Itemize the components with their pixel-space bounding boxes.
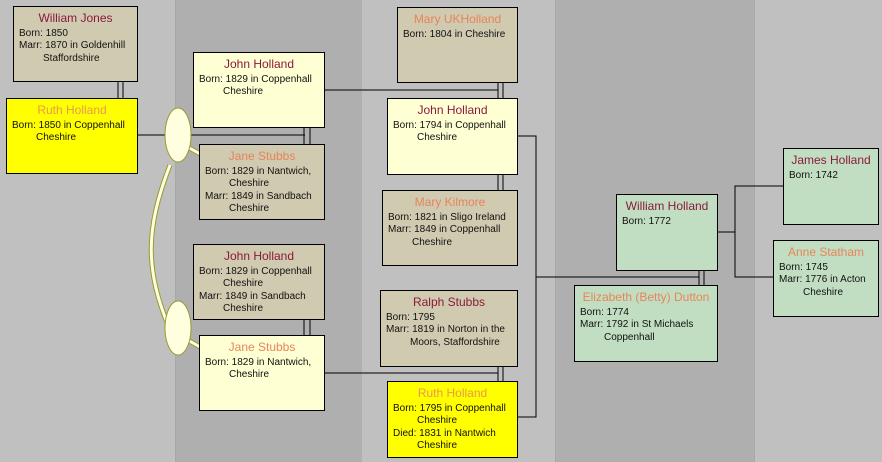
born-line: Born: 1794 in Coppenhall bbox=[393, 120, 506, 131]
born-place-cont: Cheshire bbox=[417, 415, 458, 427]
person-name: Ruth Holland bbox=[37, 103, 107, 117]
generation-band-4 bbox=[754, 0, 882, 462]
born-line: Born: 1745 bbox=[779, 262, 828, 273]
marr-place-cont: Moors, Staffordshire bbox=[410, 336, 500, 348]
person-box-jane-stubbs-a[interactable]: Jane Stubbs Born: 1829 in Nantwich, Ches… bbox=[199, 144, 325, 220]
born-line: Born: 1829 in Coppenhall bbox=[199, 74, 312, 85]
died-place-cont: Cheshire bbox=[417, 440, 458, 452]
person-box-mary-ukholland[interactable]: Mary UKHolland Born: 1804 in Cheshire bbox=[397, 7, 518, 83]
person-name: Anne Statham bbox=[787, 245, 865, 259]
born-line: Born: 1829 in Coppenhall bbox=[199, 266, 312, 277]
person-name: Ralph Stubbs bbox=[412, 295, 486, 309]
person-box-elizabeth-dutton[interactable]: Elizabeth (Betty) Dutton Born: 1774 Marr… bbox=[574, 285, 718, 362]
born-line: Born: 1829 in Nantwich, bbox=[205, 357, 312, 368]
person-box-jane-stubbs-b[interactable]: Jane Stubbs Born: 1829 in Nantwich, Ches… bbox=[199, 335, 325, 411]
person-name: John Holland bbox=[223, 57, 295, 71]
marr-line: Marr: 1792 in St Michaels bbox=[580, 319, 694, 331]
born-place-cont: Cheshire bbox=[223, 86, 264, 98]
marr-line: Marr: 1849 in Sandbach bbox=[205, 190, 312, 202]
born-line: Born: 1795 in Coppenhall bbox=[393, 403, 506, 414]
died-line: Died: 1831 in Nantwich bbox=[393, 427, 496, 439]
marr-line: Marr: 1819 in Norton in the bbox=[386, 324, 505, 336]
born-line: Born: 1742 bbox=[789, 170, 838, 181]
marr-line: Marr: 1849 in Coppenhall bbox=[388, 224, 501, 236]
person-name: James Holland bbox=[791, 153, 871, 167]
marr-line: Marr: 1776 in Acton bbox=[779, 274, 866, 286]
marr-line: Marr: 1870 in Goldenhill bbox=[19, 40, 126, 52]
person-box-john-holland-1829-a[interactable]: John Holland Born: 1829 in Coppenhall Ch… bbox=[193, 52, 325, 128]
born-line: Born: 1829 in Nantwich, bbox=[205, 166, 312, 177]
marr-place-cont: Cheshire bbox=[412, 236, 453, 248]
born-place-cont: Cheshire bbox=[229, 178, 270, 190]
born-place-cont: Cheshire bbox=[417, 132, 458, 144]
person-name: John Holland bbox=[417, 103, 488, 117]
person-name: William Holland bbox=[625, 199, 709, 213]
marr-place-cont: Cheshire bbox=[223, 303, 264, 315]
marr-place-cont: Coppenhall bbox=[604, 331, 655, 343]
born-line: Born: 1821 in Sligo Ireland bbox=[388, 212, 506, 223]
person-box-ruth-holland-1795[interactable]: Ruth Holland Born: 1795 in Coppenhall Ch… bbox=[387, 381, 518, 458]
person-name: Ruth Holland bbox=[417, 386, 488, 400]
person-box-mary-kilmore[interactable]: Mary Kilmore Born: 1821 in Sligo Ireland… bbox=[382, 190, 518, 266]
person-name: Jane Stubbs bbox=[228, 340, 296, 354]
person-name: Mary UKHolland bbox=[413, 12, 502, 26]
person-name: Mary Kilmore bbox=[414, 195, 486, 209]
person-box-ruth-holland-1850[interactable]: Ruth Holland Born: 1850 in Coppenhall Ch… bbox=[6, 98, 138, 174]
born-line: Born: 1774 bbox=[580, 307, 629, 318]
marr-place-cont: Cheshire bbox=[229, 203, 270, 215]
person-box-anne-statham[interactable]: Anne Statham Born: 1745 Marr: 1776 in Ac… bbox=[773, 240, 879, 317]
person-name: William Jones bbox=[38, 11, 113, 25]
person-box-james-holland[interactable]: James Holland Born: 1742 bbox=[783, 148, 879, 225]
person-name: Elizabeth (Betty) Dutton bbox=[582, 290, 710, 304]
born-place-cont: Cheshire bbox=[229, 369, 270, 381]
born-place-cont: Cheshire bbox=[223, 278, 264, 290]
person-name: John Holland bbox=[223, 249, 295, 263]
marr-line: Marr: 1849 in Sandbach bbox=[199, 290, 306, 302]
person-box-ralph-stubbs[interactable]: Ralph Stubbs Born: 1795 Marr: 1819 in No… bbox=[380, 290, 518, 367]
person-box-william-holland[interactable]: William Holland Born: 1772 bbox=[616, 194, 718, 271]
person-name: Jane Stubbs bbox=[228, 149, 296, 163]
born-line: Born: 1772 bbox=[622, 216, 671, 227]
born-line: Born: 1850 in Coppenhall bbox=[12, 120, 125, 131]
person-box-john-holland-1794[interactable]: John Holland Born: 1794 in Coppenhall Ch… bbox=[387, 98, 518, 175]
born-place-cont: Cheshire bbox=[36, 132, 77, 144]
marr-place-cont: Cheshire bbox=[803, 286, 844, 298]
born-line: Born: 1804 in Cheshire bbox=[403, 29, 506, 40]
marr-place-cont: Staffordshire bbox=[43, 52, 100, 64]
born-line: Born: 1850 bbox=[19, 28, 68, 39]
born-line: Born: 1795 bbox=[386, 312, 435, 323]
person-box-william-jones[interactable]: William Jones Born: 1850 Marr: 1870 in G… bbox=[13, 6, 138, 82]
person-box-john-holland-1829-b[interactable]: John Holland Born: 1829 in Coppenhall Ch… bbox=[193, 244, 325, 320]
